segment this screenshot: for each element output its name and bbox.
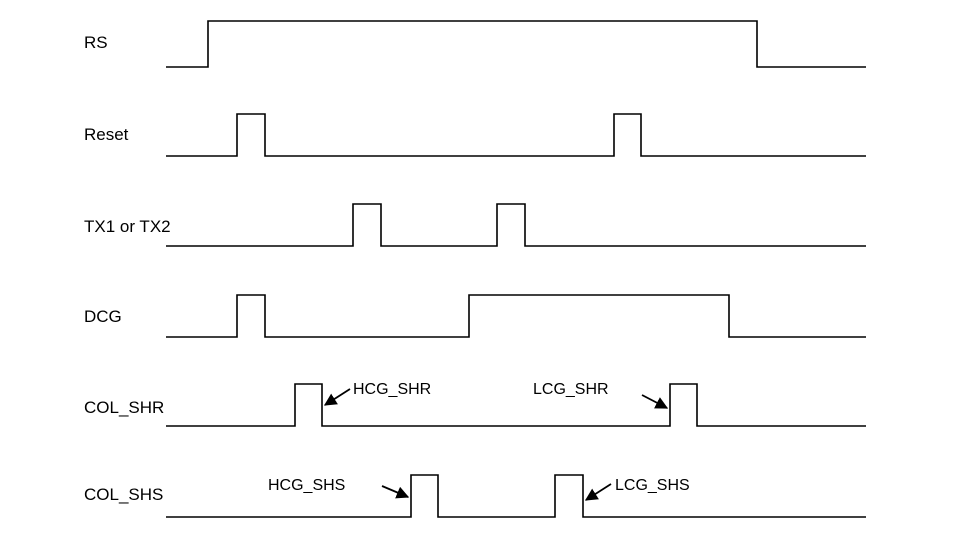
waveform-dcg (166, 294, 866, 338)
signal-label-reset: Reset (84, 125, 129, 144)
annotation-lcg-shs: LCG_SHS (615, 477, 690, 494)
arrow-hcg-shr (323, 388, 351, 406)
signal-label-col-shs: COL_SHS (84, 485, 163, 504)
waveform-tx (166, 203, 866, 247)
waveform-col-shs (166, 474, 866, 518)
arrow-lcg-shr (641, 394, 669, 409)
waveform-col-shr (166, 383, 866, 427)
arrow-lcg-shs (584, 483, 612, 501)
annotation-lcg-shr: LCG_SHR (533, 381, 609, 398)
waveform-rs (166, 20, 866, 68)
arrow-hcg-shs (381, 485, 410, 499)
waveform-reset (166, 113, 866, 157)
annotation-hcg-shs: HCG_SHS (268, 477, 345, 494)
signal-label-dcg: DCG (84, 307, 122, 326)
signal-label-col-shr: COL_SHR (84, 398, 164, 417)
signal-label-tx: TX1 or TX2 (84, 217, 171, 236)
signal-label-rs: RS (84, 33, 108, 52)
annotation-hcg-shr: HCG_SHR (353, 381, 431, 398)
